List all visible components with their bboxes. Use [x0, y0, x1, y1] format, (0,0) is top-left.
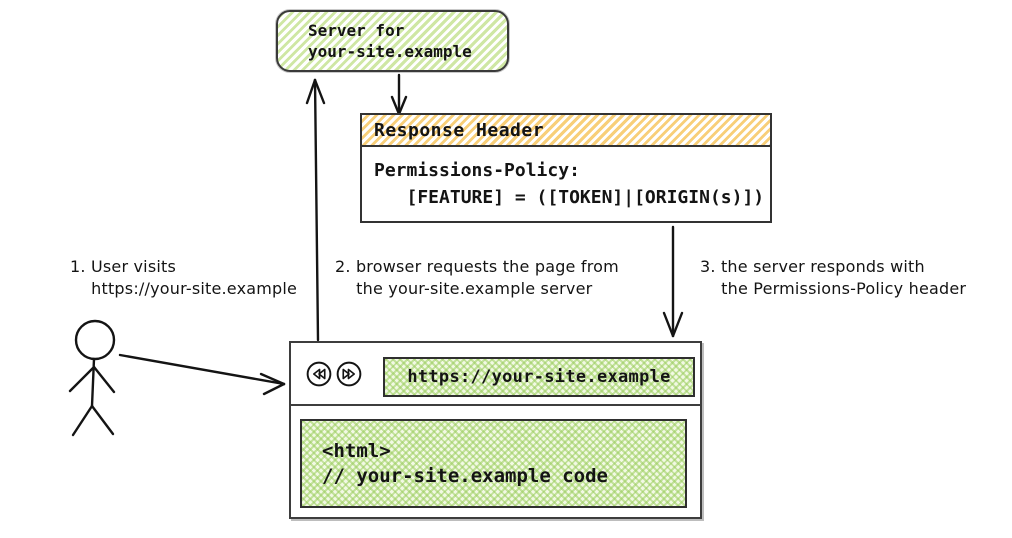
rewind-icon	[306, 361, 332, 387]
page-source-code: <html> // your-site.example code	[322, 439, 608, 487]
fast-forward-icon	[336, 361, 362, 387]
user-stick-figure	[68, 319, 116, 437]
permissions-policy-text: Permissions-Policy: [FEATURE] = ([TOKEN]…	[374, 160, 765, 208]
browser-toolbar: https://your-site.example	[291, 343, 700, 406]
browser-content: <html> // your-site.example code	[300, 419, 687, 508]
annotation-step1: 1. User visits https://your-site.example	[70, 257, 298, 298]
arrow-header-delivery	[662, 225, 684, 338]
back-button	[306, 361, 332, 387]
server-box: Server for your-site.example	[276, 10, 509, 72]
response-header-title: Response Header	[374, 119, 545, 141]
arrow-user-visits	[118, 353, 286, 396]
arrow-browser-request	[305, 78, 326, 342]
url-text: https://your-site.example	[407, 367, 671, 387]
server-label: Server for your-site.example	[308, 21, 472, 61]
response-header-titlebar: Response Header	[362, 115, 770, 147]
browser-window: https://your-site.example <html> // your…	[289, 341, 702, 519]
response-header-box: Response Header Permissions-Policy: [FEA…	[360, 113, 772, 223]
forward-button	[336, 361, 362, 387]
annotation-step2: 2. browser requests the page from the yo…	[335, 257, 619, 298]
annotation-step3: 3. the server responds with the Permissi…	[700, 257, 967, 298]
arrow-server-response	[390, 73, 408, 116]
url-bar: https://your-site.example	[383, 357, 695, 397]
